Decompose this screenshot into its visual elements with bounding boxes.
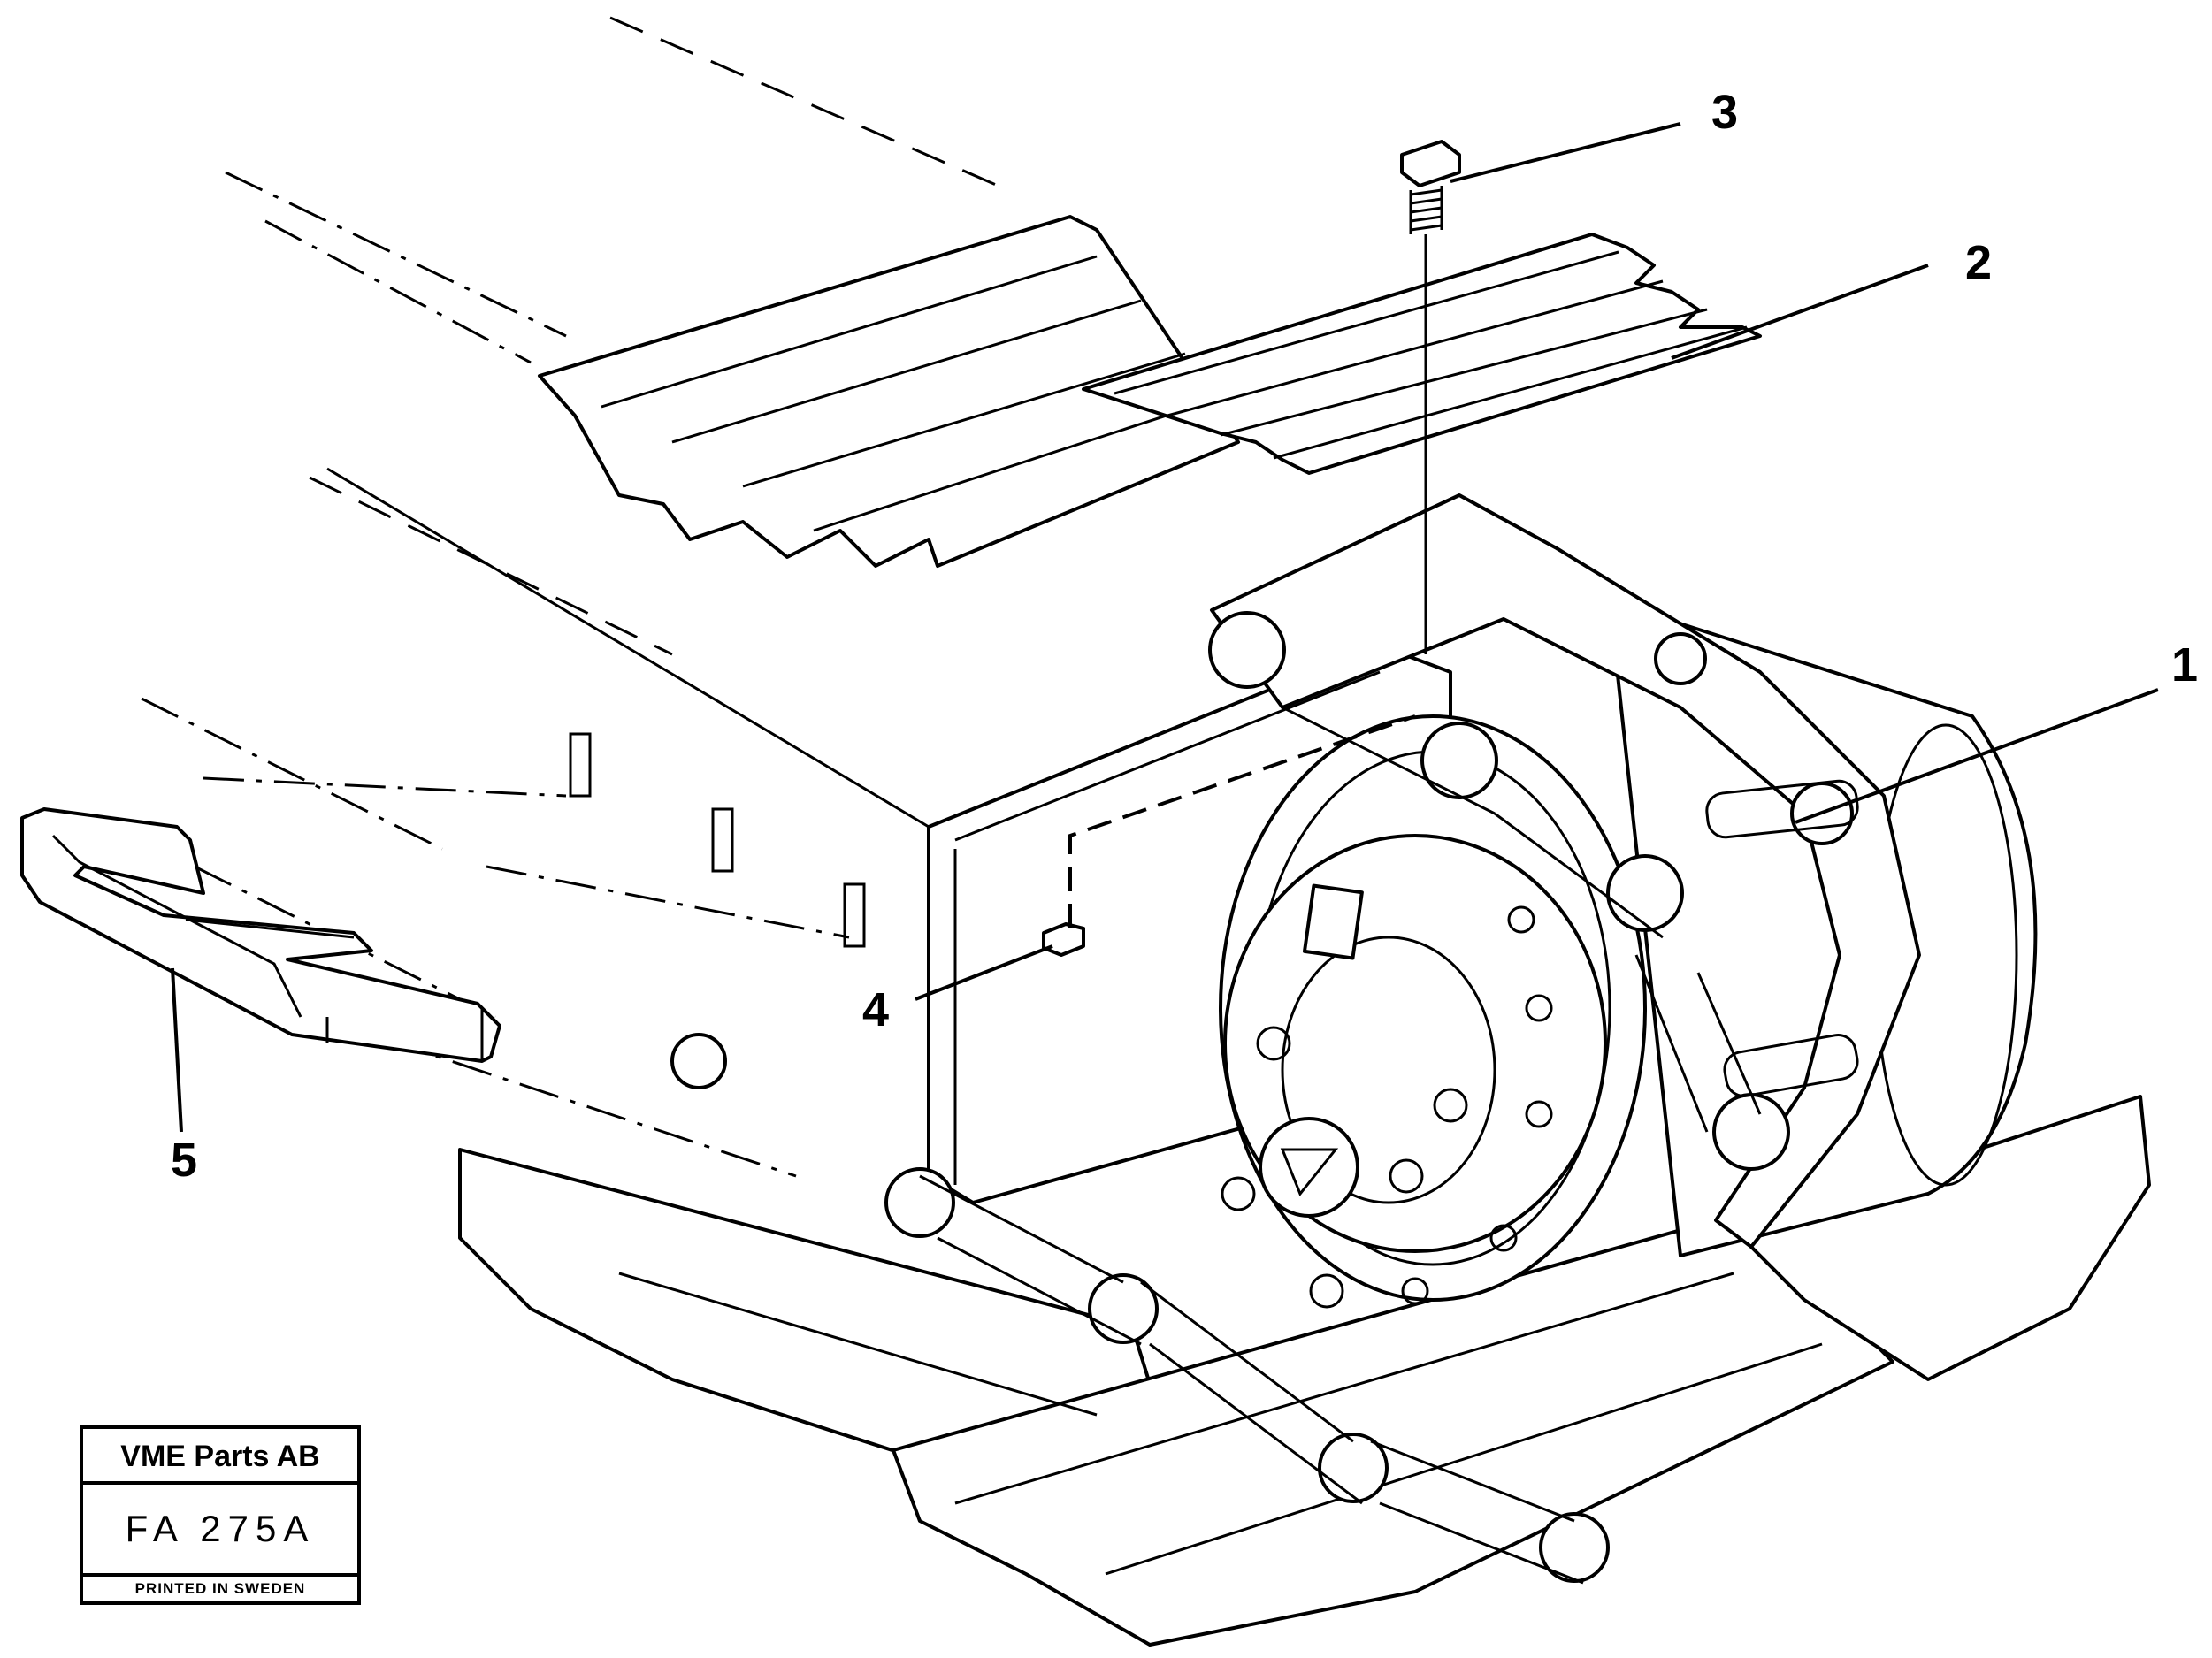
shoe-guard <box>20 807 501 1063</box>
callout-1: 1 <box>2171 638 2198 691</box>
bolt <box>1400 140 1461 654</box>
printed-note: PRINTED IN SWEDEN <box>134 1580 306 1597</box>
sprocket-wheel <box>1219 714 1647 1309</box>
callout-5: 5 <box>171 1134 197 1187</box>
track-chain <box>1208 493 1921 1249</box>
background-track-shoes <box>538 215 1240 568</box>
idler-drum <box>1608 600 2038 1257</box>
drawing-code: FA 275A <box>83 1485 357 1577</box>
company-name: VME Parts AB <box>83 1429 357 1485</box>
callout-3: 3 <box>1711 86 1738 139</box>
leader-lines <box>171 122 2159 1133</box>
title-stamp: VME Parts AB FA 275A PRINTED IN SWEDEN <box>80 1425 361 1605</box>
lower-chain-links <box>670 1033 1610 1585</box>
track-shoe <box>1082 233 1762 475</box>
callout-2: 2 <box>1965 236 1992 289</box>
ground-track-shoes <box>458 1095 2151 1647</box>
phantom-lines <box>141 16 1009 1328</box>
callout-4: 4 <box>862 983 889 1036</box>
